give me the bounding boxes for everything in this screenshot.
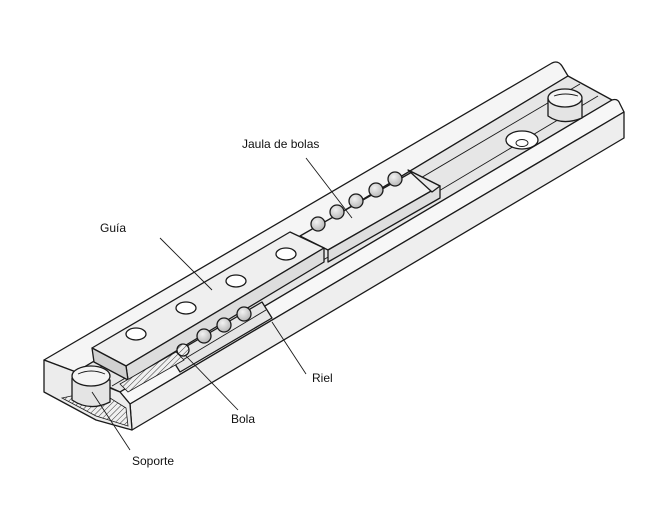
leader-ball-cage (305, 157, 353, 219)
ball-cage-front (119, 301, 273, 393)
label-rail: Riel (312, 371, 333, 385)
leader-guide (159, 237, 213, 291)
leader-lines (91, 157, 353, 451)
ball (196, 328, 212, 344)
ball (310, 216, 326, 232)
leader-rail (271, 321, 307, 375)
ball-end (176, 343, 190, 357)
guide (91, 231, 325, 381)
support-far (547, 88, 583, 123)
leader-support (91, 391, 131, 451)
label-guide: Guía (100, 221, 126, 235)
guide-hole (275, 247, 297, 261)
support-near (71, 365, 111, 408)
bearing-strip-hatch (119, 351, 185, 393)
guide-hole (225, 274, 247, 288)
ball (216, 317, 232, 333)
ball (368, 182, 384, 198)
rail-back-wall (43, 61, 569, 373)
rail-mounting-hole (505, 130, 539, 150)
labels: Jaula de bolas Guía Riel Bola Soporte (100, 137, 333, 468)
label-support: Soporte (132, 454, 174, 468)
rail-mounting-hole-inner (515, 139, 529, 147)
ball (348, 193, 364, 209)
label-ball-cage: Jaula de bolas (242, 137, 319, 151)
ball-cage-rear (299, 169, 441, 263)
ball (236, 306, 252, 322)
label-ball: Bola (231, 412, 255, 426)
guide-hole (125, 327, 147, 341)
ball (329, 204, 345, 220)
ball (387, 171, 403, 187)
guide-hole (175, 301, 197, 315)
leader-ball (185, 355, 239, 411)
